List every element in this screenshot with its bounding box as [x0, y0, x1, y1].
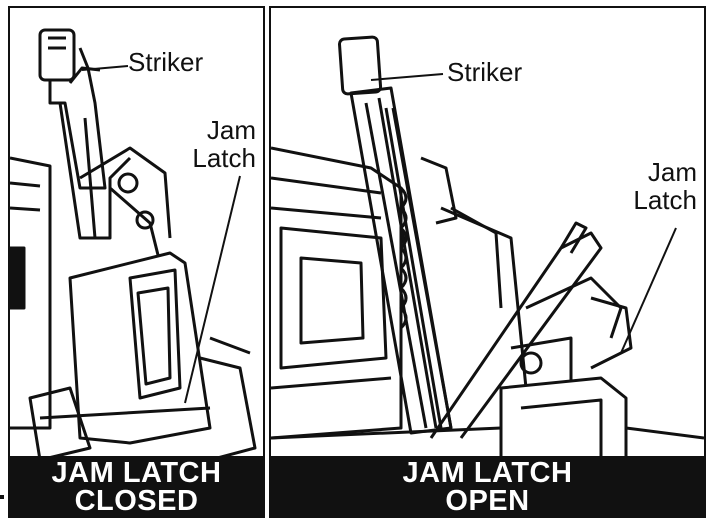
nailer-closed-illustration — [10, 28, 257, 460]
jam-latch-label: Jam Latch — [619, 158, 697, 214]
jam-latch-label-line2: Latch — [633, 185, 697, 215]
jam-latch-label: Jam Latch — [184, 116, 256, 172]
caption-line1: JAM LATCH — [51, 457, 222, 489]
caption-open: JAM LATCH OPEN — [271, 456, 704, 516]
panel-jam-latch-closed: Striker Jam Latch JAM LATCH CLOSED — [8, 6, 265, 518]
edge-mark — [0, 495, 4, 499]
caption-closed: JAM LATCH CLOSED — [10, 456, 263, 516]
striker-label: Striker — [447, 57, 523, 87]
caption-line2: OPEN — [445, 485, 530, 517]
jam-latch-label-line2: Latch — [192, 143, 256, 173]
caption-line1: JAM LATCH — [402, 457, 573, 489]
jam-latch-label-line1: Jam — [206, 115, 256, 145]
caption-line2: CLOSED — [74, 485, 199, 517]
nailer-open-illustration — [271, 35, 704, 460]
panel-jam-latch-open: Striker Jam Latch JAM LATCH OPEN — [269, 6, 706, 518]
jam-latch-label-line1: Jam — [647, 157, 697, 187]
striker-label: Striker — [128, 47, 204, 77]
